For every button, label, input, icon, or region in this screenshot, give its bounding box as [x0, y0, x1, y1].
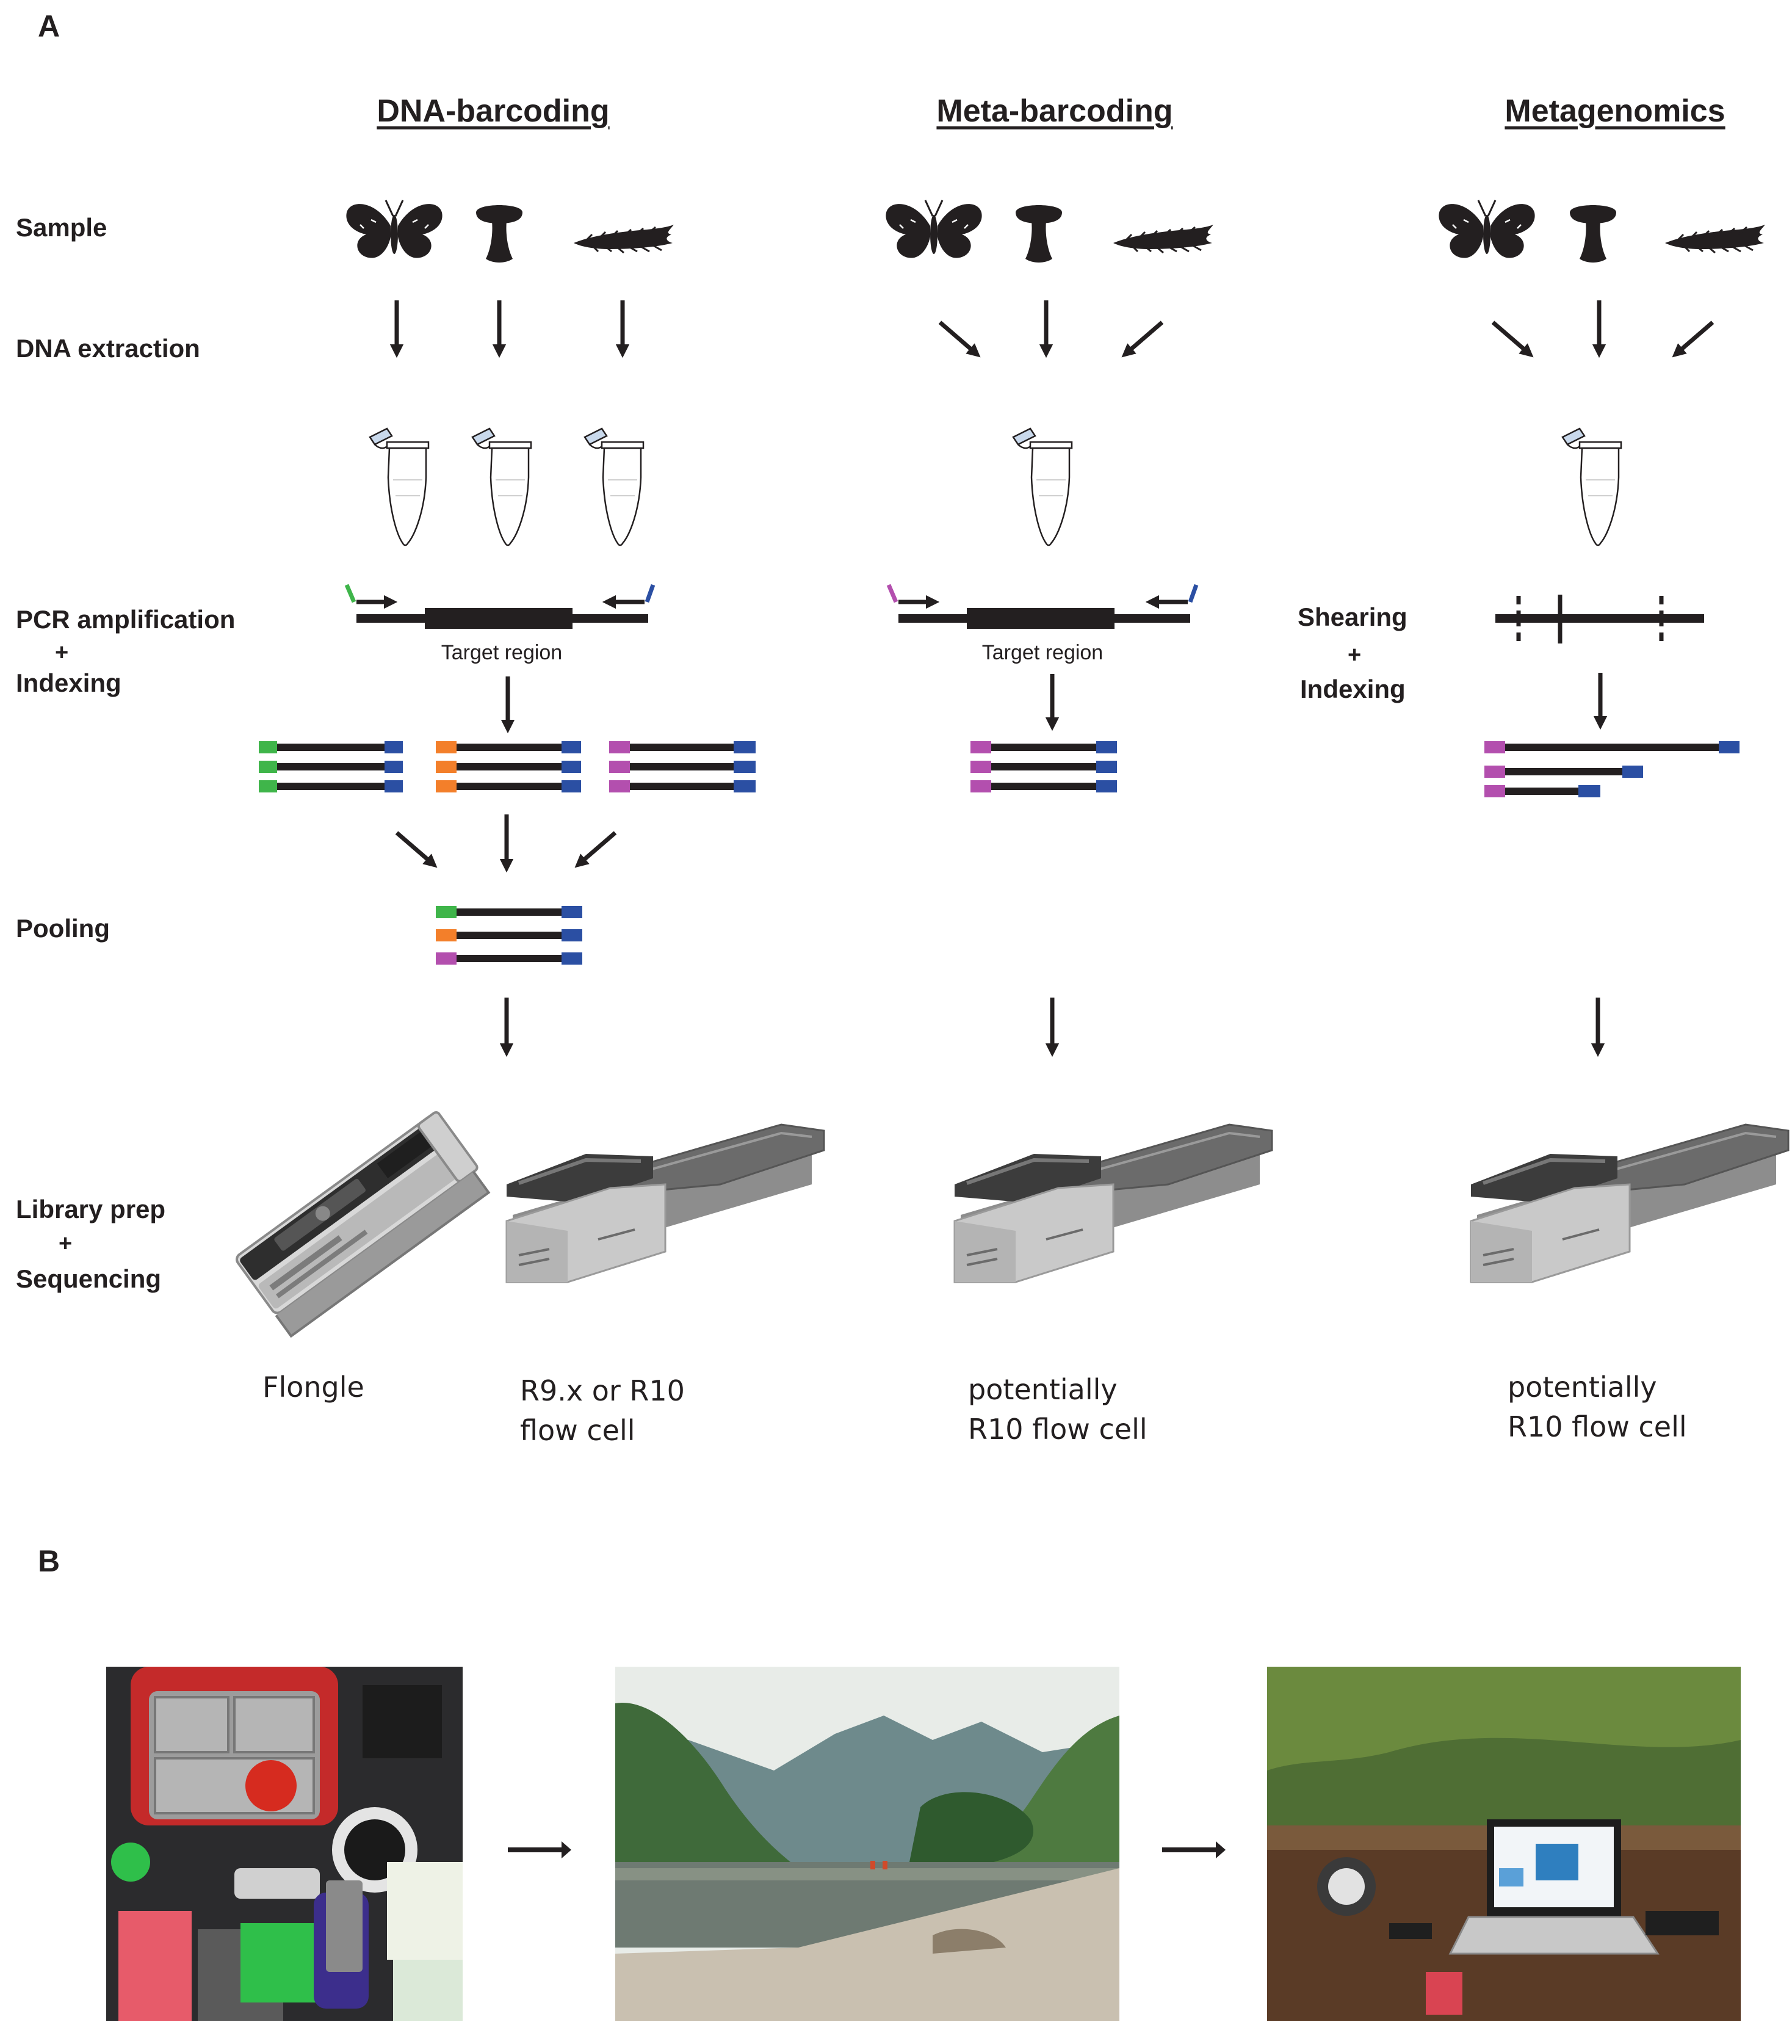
step-dna-extraction: DNA extraction	[16, 334, 200, 363]
pcr-template-meta	[886, 584, 1199, 629]
step-library-line2: Sequencing	[16, 1264, 162, 1293]
amplicons-meta	[970, 741, 1117, 792]
caption-flongle: Flongle	[262, 1371, 364, 1404]
photo-arrow-1	[505, 1838, 573, 1865]
tube-icon	[1012, 427, 1073, 546]
sequencing-arrows	[499, 998, 1605, 1057]
step-sample: Sample	[16, 213, 107, 242]
heading-metagenomics: Metagenomics	[1505, 93, 1725, 129]
caption-dna-flowcell-line2: flow cell	[520, 1414, 635, 1448]
tube-icon	[471, 427, 532, 546]
plant-icon	[1664, 223, 1766, 254]
flowcell-device-icon	[1471, 1125, 1788, 1282]
step-pcr-plus: +	[55, 640, 69, 665]
mushroom-icon	[1570, 205, 1616, 263]
workflow-diagram	[236, 199, 1792, 1338]
heading-meta-barcoding: Meta-barcoding	[936, 93, 1173, 129]
target-region-label-dna: Target region	[441, 641, 563, 664]
caption-metag-flowcell: potentially R10 flow cell	[1508, 1368, 1687, 1448]
flowcell-device-icon	[507, 1125, 824, 1282]
step-pcr-line1: PCR amplification	[16, 605, 236, 634]
caption-meta-flowcell: potentially R10 flow cell	[968, 1370, 1147, 1450]
heading-dna-barcoding: DNA-barcoding	[377, 93, 610, 129]
pcr-template-dna	[344, 584, 656, 629]
field-lab-photo	[1267, 1667, 1741, 2021]
caption-metag-line1: potentially	[1508, 1371, 1657, 1404]
field-kit-photo	[106, 1667, 463, 2021]
butterfly-icon	[345, 199, 444, 259]
caption-dna-flowcell: R9.x or R10 flow cell	[520, 1371, 685, 1451]
butterfly-icon	[1437, 199, 1536, 259]
step-pcr-line2: Indexing	[16, 669, 121, 697]
mushroom-icon	[476, 205, 522, 263]
target-region-label-meta: Target region	[981, 641, 1104, 664]
photo-arrow-2	[1160, 1838, 1227, 1865]
step-library-plus: +	[59, 1231, 73, 1256]
flowcell-device-icon	[955, 1125, 1272, 1282]
step-pooling: Pooling	[16, 914, 110, 943]
caption-dna-flowcell-line1: R9.x or R10	[520, 1374, 685, 1407]
flongle-device-icon	[236, 1111, 491, 1338]
amplicons-dna-green	[259, 741, 403, 792]
caption-meta-line1: potentially	[968, 1373, 1118, 1406]
tube-icon	[583, 427, 645, 546]
step-shearing-plus: +	[1348, 642, 1362, 668]
panel-letter-a: A	[38, 9, 60, 43]
mushroom-icon	[1016, 205, 1062, 263]
caption-meta-line2: R10 flow cell	[968, 1413, 1147, 1446]
step-shearing-line1: Shearing	[1298, 603, 1407, 631]
pooled-amplicons	[436, 906, 582, 965]
pooling-arrows	[395, 814, 617, 873]
fragments-metagenomics	[1484, 741, 1740, 797]
caption-metag-line2: R10 flow cell	[1508, 1410, 1687, 1444]
plant-icon	[573, 223, 675, 254]
shearing-template	[1495, 595, 1704, 643]
tube-icon	[369, 427, 430, 546]
plant-icon	[1112, 223, 1215, 254]
amplicons-dna-orange	[436, 741, 581, 792]
indexing-arrows	[500, 673, 1608, 734]
step-library-line1: Library prep	[16, 1195, 166, 1223]
tube-icon	[1561, 427, 1622, 546]
butterfly-icon	[884, 199, 983, 259]
panel-letter-b: B	[38, 1544, 60, 1578]
step-shearing-line2: Indexing	[1300, 675, 1406, 703]
extraction-arrows	[389, 300, 1714, 358]
amplicons-dna-magenta	[609, 741, 756, 792]
river-landscape-photo	[615, 1667, 1119, 2021]
